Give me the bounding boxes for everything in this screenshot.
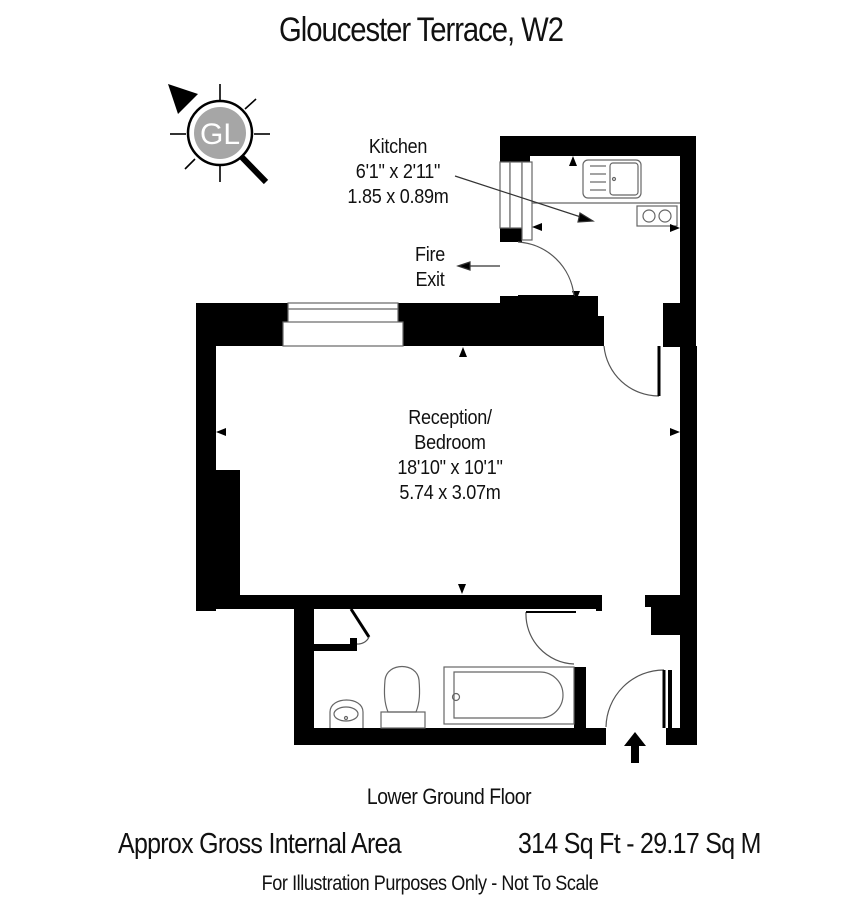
kitchen-fixtures: [532, 159, 680, 227]
reception-name-line2: Bedroom: [414, 431, 486, 454]
fire-exit-line1: Fire: [414, 243, 446, 266]
fire-exit-label: Fire Exit: [415, 242, 445, 292]
leader-arrow-icon: [577, 212, 595, 223]
floor-name: Lower Ground Floor: [366, 784, 532, 809]
sink-icon: [582, 159, 642, 199]
fire-exit-arrow-icon: [456, 261, 471, 271]
reception-label: Reception/ Bedroom 18'10" x 10'1" 5.74 x…: [397, 405, 503, 505]
kitchen-label: Kitchen 6'1" x 2'11" 1.85 x 0.89m: [347, 134, 448, 209]
hob-icon: [636, 205, 678, 227]
disclaimer: For Illustration Purposes Only - Not To …: [261, 872, 599, 895]
wash-basin-icon: [329, 699, 364, 728]
page-title: Gloucester Terrace, W2: [279, 11, 564, 49]
area-label: Approx Gross Internal Area: [118, 828, 402, 860]
toilet-icon: [380, 666, 426, 729]
walls: [196, 136, 697, 745]
reception-dims-metric: 5.74 x 3.07m: [399, 481, 501, 504]
kitchen-name: Kitchen: [368, 135, 428, 158]
kitchen-dims-imperial: 6'1" x 2'11": [355, 160, 441, 183]
windows: [282, 161, 533, 347]
kitchen-dims-metric: 1.85 x 0.89m: [347, 185, 449, 208]
compass-north-arrow-icon: GL: [168, 84, 270, 185]
area-value: 314 Sq Ft - 29.17 Sq M: [518, 828, 761, 860]
bath-icon: [443, 666, 575, 725]
fire-exit-line2: Exit: [415, 268, 445, 291]
entrance-arrow-icon: [624, 732, 646, 763]
compass-label: GL: [200, 118, 240, 151]
doors: [349, 241, 666, 728]
dimension-markers: [216, 156, 680, 594]
reception-name-line1: Reception/: [408, 406, 492, 429]
reception-dims-imperial: 18'10" x 10'1": [397, 456, 503, 479]
